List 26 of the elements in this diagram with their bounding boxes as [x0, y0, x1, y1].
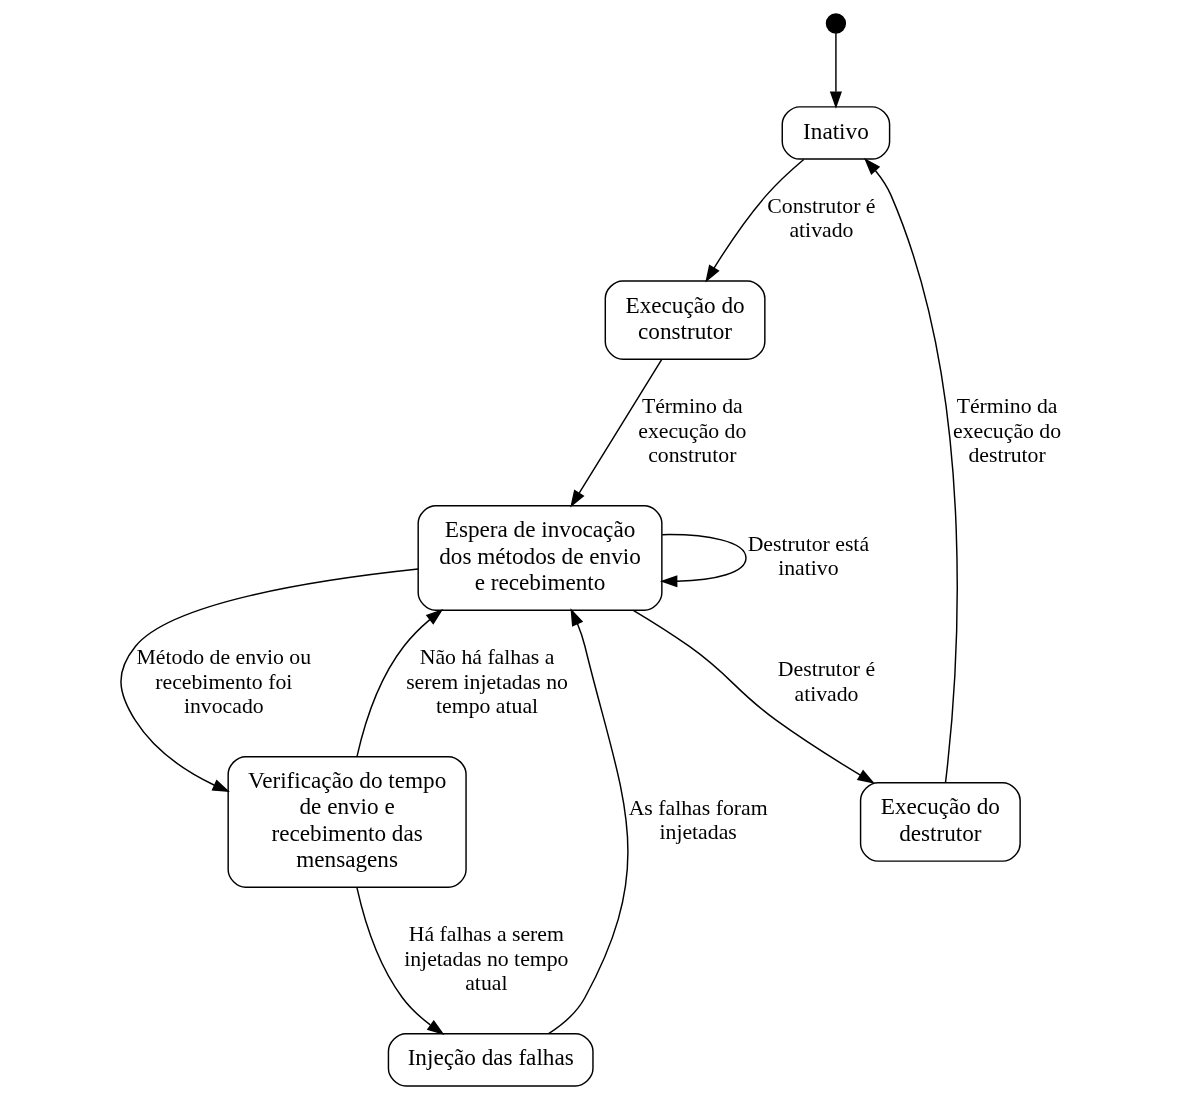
- arrow: [356, 609, 444, 758]
- arrow: [705, 158, 805, 283]
- edge-label: Há falhas a serem injetadas no tempo atual: [404, 921, 569, 996]
- arrow: [829, 32, 843, 109]
- arrow: [864, 157, 958, 784]
- node-box: Espera de invocação dos métodos de envio e recebimento: [417, 505, 663, 611]
- edge-label: Não há falhas a serem injetadas no tempo atual: [406, 644, 569, 719]
- arrow: [632, 609, 875, 784]
- node-box: Inativo: [781, 106, 891, 160]
- node-box: Verificação do tempo de envio e recebimento das mensagens: [227, 755, 467, 888]
- node-box: Execução do destrutor: [859, 782, 1021, 862]
- edge-label: Término da execução do destrutor: [953, 393, 1062, 468]
- node-circle: [825, 13, 847, 34]
- node-box: Injeção das falhas: [387, 1033, 594, 1087]
- edge-label: Destrutor está inativo: [747, 531, 870, 581]
- arrow: [570, 358, 663, 508]
- arrow: [120, 568, 419, 793]
- edge-label: Construtor é ativado: [767, 193, 876, 243]
- edge-label: Término da execução do construtor: [638, 393, 747, 468]
- edge-label: Destrutor é ativado: [777, 657, 876, 706]
- arrow: [547, 608, 629, 1035]
- edge-label: As falhas foram injetadas: [628, 795, 768, 845]
- arrow: [659, 533, 747, 588]
- edge-label: Método de envio ou recebimento foi invocado: [136, 644, 312, 719]
- node-box: Execução do construtor: [604, 280, 766, 360]
- arrow: [356, 886, 445, 1035]
